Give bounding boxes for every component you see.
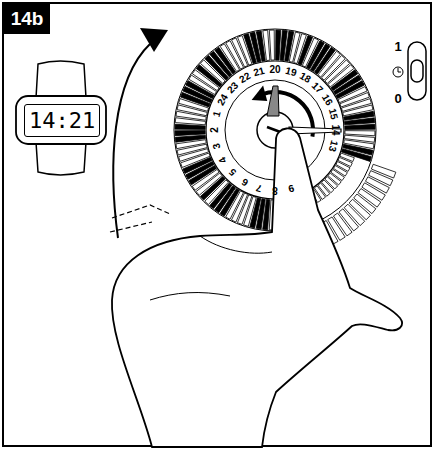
hour-number: 14: [330, 124, 340, 135]
hand: [112, 128, 402, 447]
dial-segment: [175, 131, 205, 136]
dial-segment: [344, 118, 374, 125]
watch-case: [16, 96, 106, 144]
clock-hands: [398, 68, 401, 72]
figure-tag: 14b: [4, 4, 50, 34]
watch-strap: [36, 61, 86, 98]
dial-segment: [345, 124, 375, 129]
switch-on-label: 1: [394, 40, 401, 53]
hour-number: 20: [269, 65, 280, 75]
dial-segment: [345, 131, 375, 136]
dial-segment: [263, 30, 270, 60]
node-text: 14b: [11, 8, 44, 30]
rotation-arrowhead: [252, 86, 268, 101]
dial-segment: [175, 124, 205, 129]
dial-segment: [276, 30, 281, 60]
turn-arrow: [113, 44, 150, 238]
switch-off-label: 0: [394, 92, 401, 105]
node-text: 14:21: [29, 108, 95, 133]
finger-contour: [150, 236, 272, 300]
clock-symbol: [393, 67, 403, 77]
motion-trace: [110, 205, 170, 232]
dial-segment: [269, 30, 274, 60]
hour-number: 2: [210, 127, 220, 133]
hour-number: 8: [272, 185, 278, 195]
dial-segment: [175, 135, 205, 142]
watch-display: 14:21: [24, 104, 100, 137]
wristwatch: [16, 61, 106, 175]
hour-number: 13: [327, 139, 340, 152]
turn-arrowhead: [140, 28, 168, 52]
switch-slot: [408, 42, 426, 100]
knob-fin: [267, 86, 279, 116]
watch-strap: [36, 142, 86, 175]
switch-knob: [411, 60, 423, 82]
